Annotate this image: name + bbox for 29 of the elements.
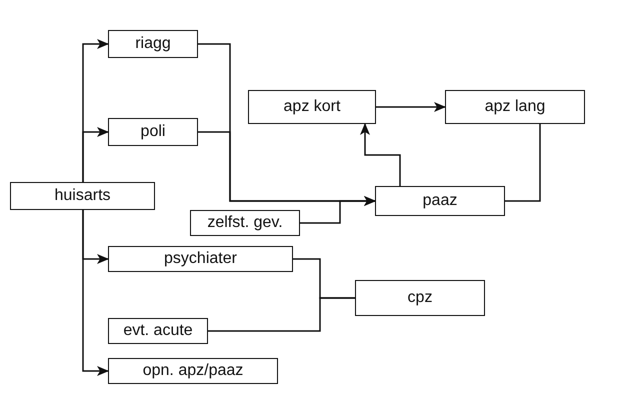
box-label: apz lang	[484, 98, 546, 116]
box-label: apz kort	[284, 98, 340, 116]
box-label: paaz	[422, 192, 458, 210]
process-box	[248, 90, 376, 124]
box-label: huisarts	[54, 187, 111, 205]
process-box	[108, 30, 198, 58]
process-box	[355, 280, 485, 316]
connector-line	[208, 297, 355, 332]
box-label: cpz	[408, 289, 432, 307]
box-label: riagg	[135, 35, 171, 53]
arrow	[82, 127, 109, 182]
arrow	[360, 123, 401, 186]
box-label: opn. apz/paaz	[142, 362, 244, 380]
process-box	[108, 246, 293, 272]
process-box	[445, 90, 585, 124]
connector-line	[505, 124, 541, 202]
process-box	[375, 186, 505, 216]
box-label: evt. acute	[123, 322, 193, 340]
arrow	[300, 196, 376, 224]
process-box	[190, 210, 300, 236]
box-label: psychiater	[164, 250, 237, 268]
process-box	[10, 182, 155, 210]
process-box	[108, 358, 278, 384]
box-label: poli	[140, 123, 166, 141]
process-box	[108, 118, 198, 146]
arrow	[376, 102, 446, 112]
arrow	[82, 210, 109, 376]
process-box	[108, 318, 208, 344]
box-label: zelfst. gev.	[207, 214, 283, 232]
